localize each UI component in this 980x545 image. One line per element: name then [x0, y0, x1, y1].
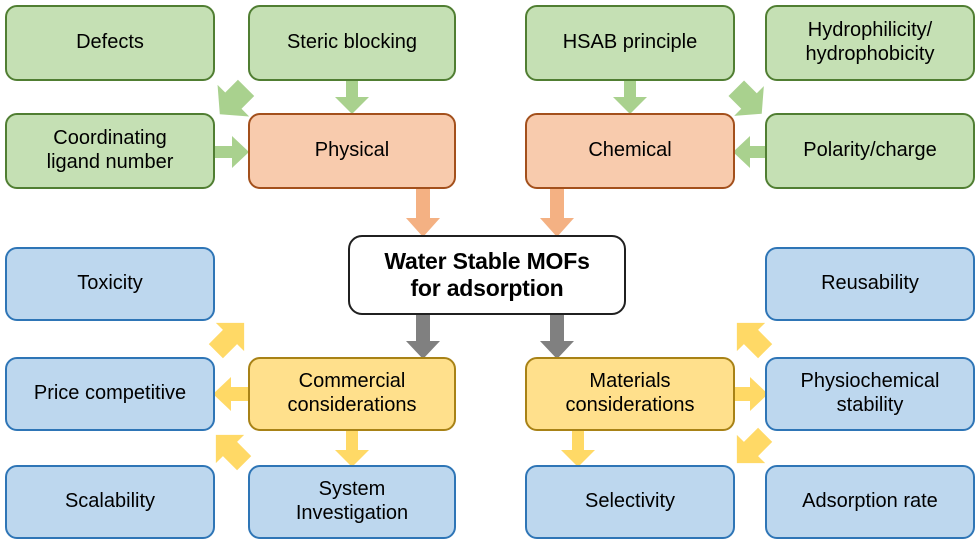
- node-coordinating-ligand-number[interactable]: Coordinating ligand number: [5, 113, 215, 189]
- node-label: Reusability: [821, 272, 919, 295]
- node-label: Hydrophilicity/ hydrophobicity: [805, 19, 935, 65]
- node-water-stable-mofs-center[interactable]: Water Stable MOFs for adsorption: [348, 235, 626, 315]
- node-label: Materials considerations: [565, 370, 695, 416]
- arrow-coordinating-ligand-to-physical: [214, 135, 250, 169]
- arrow-chemical-to-center: [538, 188, 576, 238]
- arrow-polarity-charge-to-chemical: [732, 135, 768, 169]
- node-materials-considerations[interactable]: Materials considerations: [525, 357, 735, 431]
- node-steric-blocking[interactable]: Steric blocking: [248, 5, 456, 81]
- arrow-materials-to-selectivity: [559, 430, 597, 468]
- node-label: Polarity/charge: [803, 139, 937, 162]
- node-label: Adsorption rate: [802, 490, 938, 513]
- node-label: Defects: [76, 31, 144, 54]
- node-label: Coordinating ligand number: [46, 127, 174, 173]
- node-toxicity[interactable]: Toxicity: [5, 247, 215, 321]
- node-hydrophilicity[interactable]: Hydrophilicity/ hydrophobicity: [765, 5, 975, 81]
- node-defects[interactable]: Defects: [5, 5, 215, 81]
- node-label: Physiochemical stability: [800, 370, 940, 416]
- node-price-competitive[interactable]: Price competitive: [5, 357, 215, 431]
- node-label: Toxicity: [77, 272, 143, 295]
- arrow-commercial-to-price-competitive: [212, 376, 252, 412]
- node-physical[interactable]: Physical: [248, 113, 456, 189]
- arrow-materials-to-adsorption-rate: [724, 425, 778, 473]
- arrow-center-to-commercial-considerations: [404, 314, 442, 360]
- node-scalability[interactable]: Scalability: [5, 465, 215, 539]
- arrow-center-to-materials-considerations: [538, 314, 576, 360]
- node-label: Price competitive: [33, 382, 187, 405]
- node-chemical[interactable]: Chemical: [525, 113, 735, 189]
- node-physiochemical-stability[interactable]: Physiochemical stability: [765, 357, 975, 431]
- node-label: Commercial considerations: [287, 370, 417, 416]
- node-adsorption-rate[interactable]: Adsorption rate: [765, 465, 975, 539]
- node-commercial-considerations[interactable]: Commercial considerations: [248, 357, 456, 431]
- node-reusability[interactable]: Reusability: [765, 247, 975, 321]
- arrow-hydrophilicity-to-chemical: [722, 80, 776, 121]
- node-selectivity[interactable]: Selectivity: [525, 465, 735, 539]
- arrow-defects-to-physical: [206, 79, 260, 121]
- arrow-steric-blocking-to-physical: [333, 81, 371, 115]
- arrow-materials-to-physiochemical-stability: [729, 376, 769, 412]
- node-label: Physical: [314, 139, 390, 162]
- node-label: System Investigation: [295, 478, 409, 524]
- node-hsab-principle[interactable]: HSAB principle: [525, 5, 735, 81]
- node-label: Steric blocking: [286, 31, 418, 54]
- arrow-commercial-to-scalability: [203, 425, 257, 473]
- arrow-physical-to-center: [404, 188, 442, 238]
- center-node-label: Water Stable MOFs for adsorption: [384, 247, 590, 301]
- node-label: Scalability: [64, 490, 156, 513]
- node-system-investigation[interactable]: System Investigation: [248, 465, 456, 539]
- arrow-hsab-principle-to-chemical: [611, 81, 649, 115]
- arrow-materials-to-reusability: [724, 313, 778, 361]
- node-label: Chemical: [588, 139, 672, 162]
- node-label: HSAB principle: [562, 31, 698, 54]
- arrow-commercial-to-toxicity: [203, 313, 257, 361]
- node-polarity-charge[interactable]: Polarity/charge: [765, 113, 975, 189]
- node-label: Selectivity: [584, 490, 676, 513]
- arrow-commercial-to-system-investigation: [333, 430, 371, 468]
